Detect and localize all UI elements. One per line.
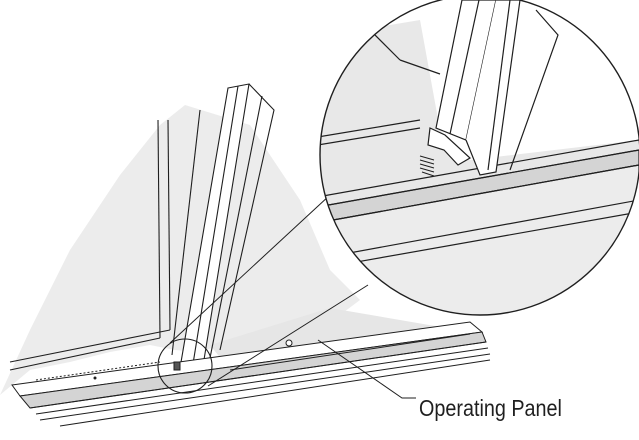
- sill-track: [11, 321, 491, 427]
- zoom-latch-teeth: [419, 155, 435, 177]
- zoom-circle-outline: [319, 0, 639, 316]
- operating-panel-label: Operating Panel: [419, 395, 562, 421]
- wall-shading: [0, 105, 360, 395]
- main-view: [0, 83, 491, 427]
- zoom-latch: [427, 127, 472, 166]
- magnifier-leaders: [169, 194, 369, 387]
- callout-leader-line: [317, 339, 416, 399]
- latch-small: [173, 361, 181, 371]
- door-frame: [9, 109, 201, 371]
- screw-dot: [93, 376, 97, 380]
- screw-head: [285, 339, 293, 347]
- zoom-inset: [319, 0, 639, 316]
- detail-marker-circle: [157, 338, 213, 394]
